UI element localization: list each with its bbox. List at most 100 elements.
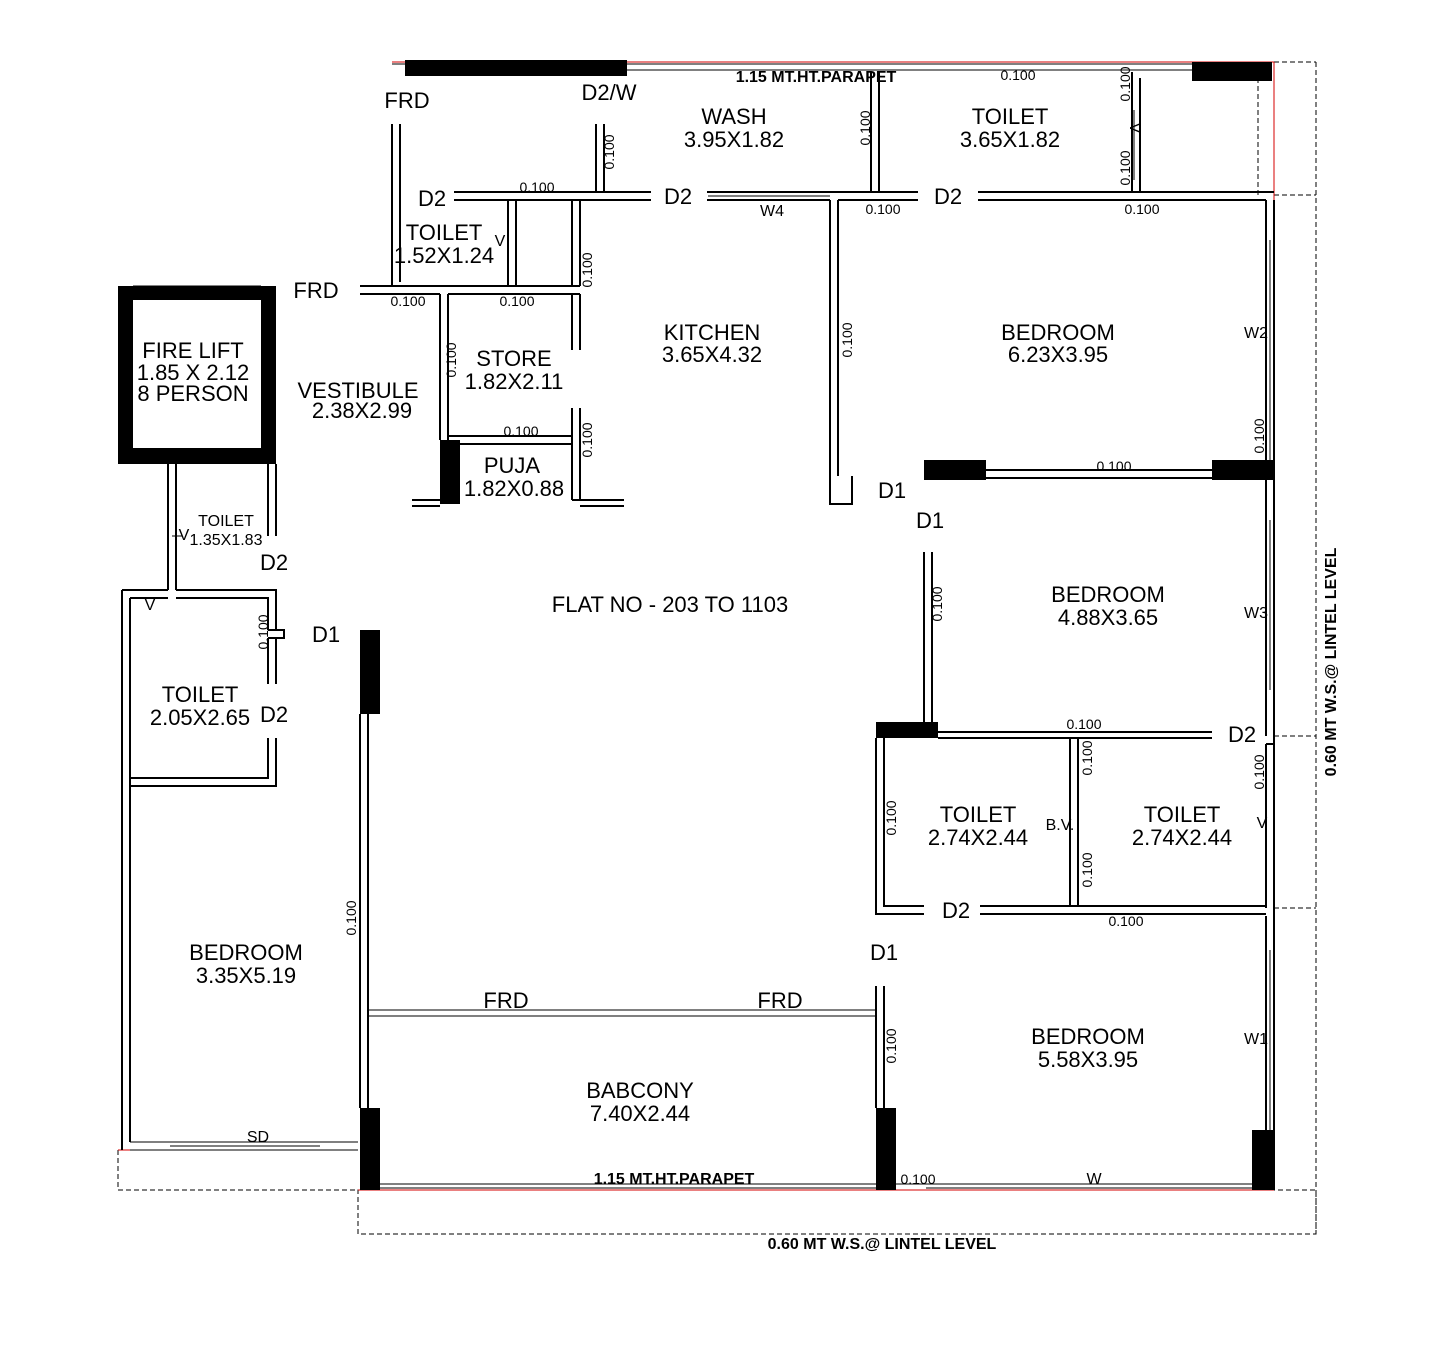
- dim-label: 0.100: [443, 342, 459, 377]
- v-label: V: [145, 597, 156, 614]
- dim-label: 0.100: [1079, 740, 1095, 775]
- toilet-small-name: TOILET: [406, 220, 483, 245]
- bedroom-4-name: BEDROOM: [1031, 1024, 1145, 1049]
- opening-labels: FRD D2/W D2 D2 D2 W4 FRD FRD W2 D1 D1 D2…: [145, 80, 1268, 1188]
- v-label: V: [179, 527, 190, 544]
- dim-label: 0.100: [601, 134, 617, 169]
- bedroom-2-name: BEDROOM: [1051, 582, 1165, 607]
- v-label: V: [1126, 123, 1143, 134]
- dim-label: 0.100: [839, 322, 855, 357]
- w4-label: W4: [760, 203, 784, 220]
- sd-label: SD: [247, 1129, 269, 1146]
- frd-label: FRD: [293, 278, 338, 303]
- d1-label: D1: [312, 622, 340, 647]
- fire-lift-size: 1.85 X 2.12: [137, 360, 250, 385]
- dim-label: 0.100: [390, 293, 425, 309]
- ws-bottom-note: 0.60 MT W.S.@ LINTEL LEVEL: [768, 1236, 997, 1253]
- bedroom-3-size: 3.35X5.19: [196, 963, 296, 988]
- wash-size: 3.95X1.82: [684, 127, 784, 152]
- dim-label: 0.100: [1117, 66, 1133, 101]
- d1-label: D1: [870, 940, 898, 965]
- dim-label: 0.100: [1251, 418, 1267, 453]
- store-size: 1.82X2.11: [465, 369, 564, 394]
- v-label: V: [1257, 815, 1268, 832]
- toilet-top-size: 3.65X1.82: [960, 127, 1060, 152]
- d2w-label: D2/W: [582, 80, 637, 105]
- dim-label: 0.100: [883, 1028, 899, 1063]
- parapet-top-note: 1.15 MT.HT.PARAPET: [736, 69, 897, 86]
- d2-label: D2: [934, 184, 962, 209]
- dim-label: 0.100: [519, 179, 554, 195]
- ws-right-note: 0.60 MT W.S.@ LINTEL LEVEL: [1323, 547, 1340, 776]
- wash-name: WASH: [701, 104, 766, 129]
- dim-label: 0.100: [1117, 150, 1133, 185]
- kitchen-name: KITCHEN: [664, 320, 761, 345]
- bedroom-1-name: BEDROOM: [1001, 320, 1115, 345]
- w3-label: W3: [1244, 605, 1268, 622]
- toilet-mid-b-size: 2.74X2.44: [1132, 825, 1232, 850]
- sunshade-outline: [117, 61, 1317, 1235]
- d2-label: D2: [664, 184, 692, 209]
- vestibule-size: 2.38X2.99: [312, 398, 412, 423]
- walls: [121, 63, 1275, 1190]
- frd-label: FRD: [757, 988, 802, 1013]
- room-labels: WASH 3.95X1.82 TOILET 3.65X1.82 TOILET 1…: [137, 104, 1232, 1126]
- frd-label: FRD: [483, 988, 528, 1013]
- dim-label: 0.100: [1251, 754, 1267, 789]
- parapet-bottom-note: 1.15 MT.HT.PARAPET: [594, 1171, 755, 1188]
- vestibule-name: VESTIBULE: [297, 378, 418, 403]
- fire-lift-capacity: 8 PERSON: [137, 381, 248, 406]
- toilet-mid-a-size: 2.74X2.44: [928, 825, 1028, 850]
- dim-label: 0.100: [343, 900, 359, 935]
- dim-label: 0.100: [503, 423, 538, 439]
- v-label: V: [495, 233, 506, 250]
- dim-label: 0.100: [1079, 852, 1095, 887]
- d2-label: D2: [418, 186, 446, 211]
- flat-title: FLAT NO - 203 TO 1103: [552, 592, 788, 617]
- d2-label: D2: [260, 550, 288, 575]
- toilet-mid-b-name: TOILET: [1144, 802, 1221, 827]
- frd-label: FRD: [384, 88, 429, 113]
- toilet-lift-name: TOILET: [198, 513, 254, 530]
- d1-label: D1: [878, 478, 906, 503]
- dim-label: 0.100: [1000, 67, 1035, 83]
- babcony-name: BABCONY: [586, 1078, 694, 1103]
- w2-label: W2: [1244, 325, 1268, 342]
- dim-label: 0.100: [1096, 458, 1131, 474]
- bedroom-2-size: 4.88X3.65: [1058, 605, 1158, 630]
- dim-label: 0.100: [1108, 913, 1143, 929]
- d2-label: D2: [942, 898, 970, 923]
- puja-size: 1.82X0.88: [464, 476, 564, 501]
- store-name: STORE: [476, 346, 551, 371]
- wall-dimensions: 0.100 0.100 0.100 0.100 0.100 0.100 0.10…: [255, 66, 1267, 1187]
- notes: 1.15 MT.HT.PARAPET 1.15 MT.HT.PARAPET 0.…: [594, 69, 1340, 1253]
- d1-label: D1: [916, 508, 944, 533]
- frd-label: FRD: [185, 287, 218, 304]
- dim-label: 0.100: [499, 293, 534, 309]
- puja-name: PUJA: [484, 453, 541, 478]
- dim-label: 0.100: [1124, 201, 1159, 217]
- dim-label: 0.100: [255, 614, 271, 649]
- w-label: W: [1086, 1171, 1102, 1188]
- dim-label: 0.100: [929, 586, 945, 621]
- d2-label: D2: [1228, 722, 1256, 747]
- dim-label: 0.100: [579, 252, 595, 287]
- toilet-left-size: 2.05X2.65: [150, 705, 250, 730]
- babcony-size: 7.40X2.44: [590, 1101, 690, 1126]
- bedroom-3-name: BEDROOM: [189, 940, 303, 965]
- kitchen-size: 3.65X4.32: [662, 342, 762, 367]
- toilet-top-name: TOILET: [972, 104, 1049, 129]
- d2-label: D2: [260, 702, 288, 727]
- bedroom-4-size: 5.58X3.95: [1038, 1047, 1138, 1072]
- dim-label: 0.100: [865, 201, 900, 217]
- fire-lift-shaft: [118, 285, 276, 464]
- dim-label: 0.100: [857, 110, 873, 145]
- bv-label: B.V.: [1046, 817, 1075, 834]
- w1-label: W1: [1244, 1031, 1268, 1048]
- bedroom-1-size: 6.23X3.95: [1008, 342, 1108, 367]
- dim-label: 0.100: [900, 1171, 935, 1187]
- toilet-lift-size: 1.35X1.83: [190, 532, 263, 549]
- dim-label: 0.100: [883, 800, 899, 835]
- toilet-left-name: TOILET: [162, 682, 239, 707]
